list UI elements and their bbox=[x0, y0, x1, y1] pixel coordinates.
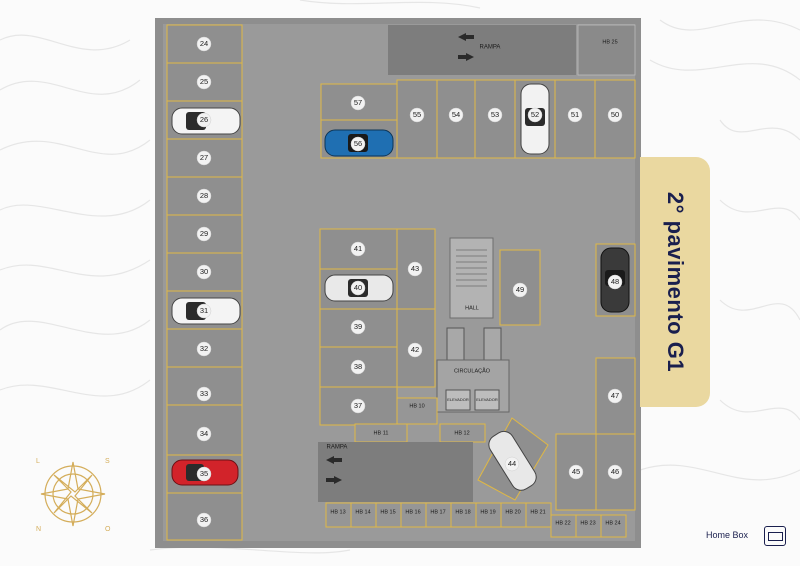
floor-title: 2° pavimento G1 bbox=[663, 191, 688, 373]
homebox-labels: HB 10 HB 11 HB 12 HB 13 HB 14 HB 15 HB 1… bbox=[330, 39, 620, 526]
compass-o: O bbox=[105, 526, 111, 533]
spot-44: 44 bbox=[508, 459, 516, 468]
spot-45: 45 bbox=[572, 467, 580, 476]
spot-33: 33 bbox=[200, 389, 208, 398]
elevator-b bbox=[474, 389, 500, 411]
compass-l: L bbox=[36, 458, 40, 465]
hb-17: HB 17 bbox=[430, 509, 445, 515]
spot-37: 37 bbox=[354, 401, 362, 410]
spot-40: 40 bbox=[354, 283, 362, 292]
hb-20: HB 20 bbox=[505, 509, 520, 515]
hb-10: HB 10 bbox=[409, 403, 424, 409]
ramp-bottom bbox=[318, 442, 473, 502]
circulation-label: CIRCULAÇÃO bbox=[454, 367, 491, 374]
spot-43: 43 bbox=[411, 264, 419, 273]
spot-34: 34 bbox=[200, 429, 208, 438]
spot-35: 35 bbox=[200, 469, 208, 478]
spot-55: 55 bbox=[413, 110, 421, 119]
elevator-b-label: ELEVADOR bbox=[476, 397, 498, 402]
hb-21: HB 21 bbox=[530, 509, 545, 515]
spot-57: 57 bbox=[354, 98, 362, 107]
hb-12: HB 12 bbox=[454, 430, 469, 436]
spot-25: 25 bbox=[200, 77, 208, 86]
hb-23: HB 23 bbox=[580, 520, 595, 526]
stair-core bbox=[449, 237, 494, 319]
spot-numbers: 24 25 26 27 28 29 30 31 32 33 34 35 36 5… bbox=[200, 39, 619, 524]
stair-steps bbox=[456, 249, 487, 287]
hb-25: HB 25 bbox=[602, 39, 617, 45]
spot-56: 56 bbox=[354, 139, 362, 148]
spot-47: 47 bbox=[611, 391, 619, 400]
spot-24: 24 bbox=[200, 39, 208, 48]
ramp-top-arrows bbox=[458, 33, 474, 61]
hb-13: HB 13 bbox=[330, 509, 345, 515]
hb-22: HB 22 bbox=[555, 520, 570, 526]
spot-38: 38 bbox=[354, 362, 362, 371]
spot-39: 39 bbox=[354, 322, 362, 331]
floor-title-tab bbox=[640, 157, 710, 407]
spot-31: 31 bbox=[200, 306, 208, 315]
shaft-right bbox=[483, 327, 502, 361]
ramp-top-label: RAMPA bbox=[480, 45, 501, 51]
hb-18: HB 18 bbox=[455, 509, 470, 515]
spot-50: 50 bbox=[611, 110, 619, 119]
spot-42: 42 bbox=[411, 345, 419, 354]
hb-14: HB 14 bbox=[355, 509, 370, 515]
hb-middle-boxes bbox=[354, 397, 486, 443]
storage-block-top bbox=[577, 24, 636, 76]
spot-48: 48 bbox=[611, 277, 619, 286]
hb-15: HB 15 bbox=[380, 509, 395, 515]
spot-53: 53 bbox=[491, 110, 499, 119]
hb-11: HB 11 bbox=[374, 430, 389, 436]
spot-36: 36 bbox=[200, 515, 208, 524]
hb-19: HB 19 bbox=[480, 509, 495, 515]
spot-badges bbox=[196, 36, 623, 528]
spot-29: 29 bbox=[200, 229, 208, 238]
compass-n: N bbox=[36, 526, 41, 533]
spot-27: 27 bbox=[200, 153, 208, 162]
spot-32: 32 bbox=[200, 344, 208, 353]
top-spots bbox=[320, 79, 636, 159]
hall-label: HALL bbox=[465, 305, 479, 311]
spot-49: 49 bbox=[516, 285, 524, 294]
spot-49-area bbox=[499, 249, 541, 326]
elevator-a bbox=[445, 389, 471, 411]
hb-bottom-boxes bbox=[325, 502, 627, 538]
spot-30: 30 bbox=[200, 267, 208, 276]
elevator-a-label: ELEVADOR bbox=[447, 397, 469, 402]
spot-41: 41 bbox=[354, 244, 362, 253]
ramp-top bbox=[388, 25, 576, 75]
hb-24: HB 24 bbox=[605, 520, 620, 526]
shaft-left bbox=[446, 327, 465, 361]
spot-54: 54 bbox=[452, 110, 460, 119]
compass-s: S bbox=[105, 458, 110, 465]
ramp-bottom-label: RAMPA bbox=[327, 445, 348, 451]
compass-rose-icon: L S N O bbox=[36, 458, 111, 533]
spot-52: 52 bbox=[531, 110, 539, 119]
brand-label: Home Box bbox=[706, 530, 749, 540]
spot-26: 26 bbox=[200, 115, 208, 124]
spot-46: 46 bbox=[611, 467, 619, 476]
spot-51: 51 bbox=[571, 110, 579, 119]
spot-28: 28 bbox=[200, 191, 208, 200]
home-box-logo-icon bbox=[764, 526, 786, 546]
ramp-bottom-arrows bbox=[326, 456, 342, 484]
hb-16: HB 16 bbox=[405, 509, 420, 515]
